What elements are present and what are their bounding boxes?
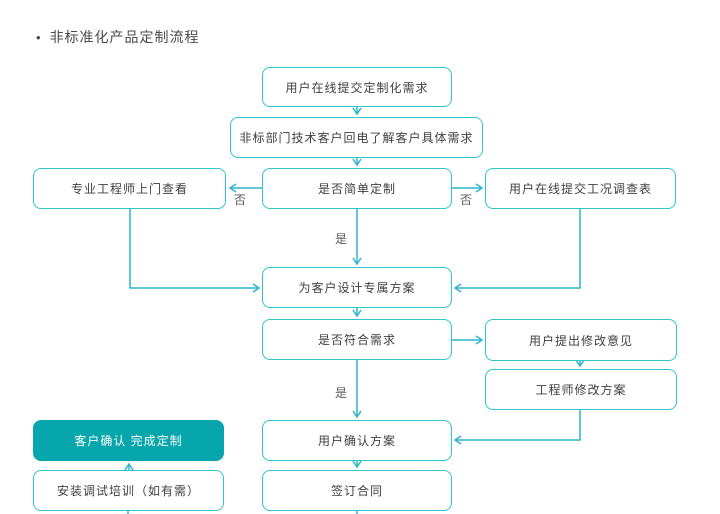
node-design-plan: 为客户设计专属方案 xyxy=(262,267,452,308)
node-survey-form: 用户在线提交工况调查表 xyxy=(485,168,676,209)
node-engineer-visit: 专业工程师上门查看 xyxy=(33,168,226,209)
node-feedback: 用户提出修改意见 xyxy=(485,319,677,361)
node-simple-custom-decision: 是否简单定制 xyxy=(262,168,452,209)
node-sign-contract: 签订合同 xyxy=(262,470,452,511)
node-install-training: 安装调试培训（如有需） xyxy=(33,470,224,511)
page-title: • 非标准化产品定制流程 xyxy=(36,27,200,47)
edge-label-yes-top: 是 xyxy=(335,232,348,246)
edge-visit-to-design xyxy=(129,209,261,293)
node-confirm-complete: 客户确认 完成定制 xyxy=(33,420,224,461)
bullet-icon: • xyxy=(36,29,42,45)
node-meets-needs-decision: 是否符合需求 xyxy=(262,319,452,360)
edge-revise-to-confirmplan xyxy=(453,410,581,445)
edge-label-no-right: 否 xyxy=(460,193,473,207)
node-confirm-plan: 用户确认方案 xyxy=(262,420,452,461)
edge-survey-to-design xyxy=(453,209,581,293)
edge-label-yes-bottom: 是 xyxy=(335,386,348,400)
edge-label-no-left: 否 xyxy=(234,193,247,207)
node-callback: 非标部门技术客户回电了解客户具体需求 xyxy=(230,117,483,158)
page-title-text: 非标准化产品定制流程 xyxy=(49,29,200,45)
node-submit-request: 用户在线提交定制化需求 xyxy=(262,67,452,107)
node-revise-plan: 工程师修改方案 xyxy=(485,369,677,410)
